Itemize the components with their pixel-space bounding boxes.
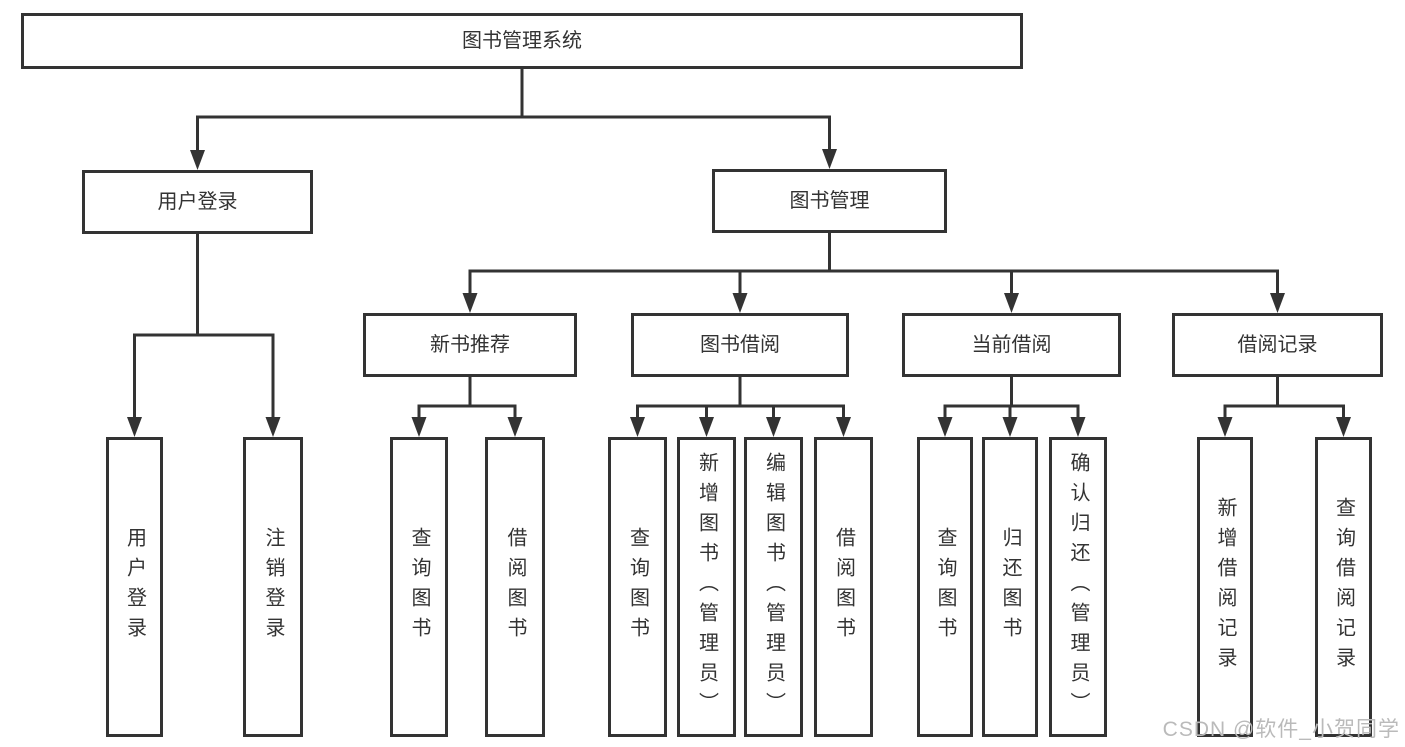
node-label: 借阅记录 xyxy=(1237,334,1318,356)
node-borrow-1: 查询图书 xyxy=(608,437,667,737)
arrowhead-icon xyxy=(937,417,953,437)
node-label: 查询图书 xyxy=(626,527,649,647)
node-current: 当前借阅 xyxy=(902,313,1121,377)
node-login: 用户登录 xyxy=(82,170,313,234)
arrowhead-icon xyxy=(1004,293,1019,313)
arrowhead-icon xyxy=(1217,417,1233,437)
node-borrow: 图书借阅 xyxy=(631,313,849,377)
node-current-2: 归还图书 xyxy=(982,437,1038,737)
watermark: CSDN @软件_小贺同学 xyxy=(1162,718,1400,741)
arrowhead-icon xyxy=(822,149,837,169)
node-rec-1: 查询图书 xyxy=(390,437,448,737)
arrowhead-icon xyxy=(462,293,478,313)
node-label: 查询借阅记录 xyxy=(1332,497,1355,677)
node-current-3: 确认归还（管理员） xyxy=(1049,437,1107,737)
node-current-1: 查询图书 xyxy=(917,437,973,737)
node-login-1: 用户登录 xyxy=(106,437,163,737)
node-record-1: 新增借阅记录 xyxy=(1197,437,1253,737)
arrowhead-icon xyxy=(190,150,205,170)
node-label: 图书借阅 xyxy=(700,334,780,356)
node-label: 图书管理 xyxy=(789,190,870,212)
node-mgmt: 图书管理 xyxy=(712,169,947,233)
node-borrow-4: 借阅图书 xyxy=(814,437,873,737)
node-rec: 新书推荐 xyxy=(363,313,577,377)
arrowhead-icon xyxy=(699,417,714,437)
node-label: 查询图书 xyxy=(408,527,430,647)
node-root: 图书管理系统 xyxy=(21,13,1023,69)
node-label: 图书管理系统 xyxy=(462,30,582,52)
node-label: 新增图书（管理员） xyxy=(695,452,718,722)
node-label: 借阅图书 xyxy=(832,527,855,647)
arrowhead-icon xyxy=(1270,293,1285,313)
node-label: 当前借阅 xyxy=(971,334,1052,356)
arrowhead-icon xyxy=(630,417,645,437)
node-login-2: 注销登录 xyxy=(243,437,303,737)
node-borrow-2: 新增图书（管理员） xyxy=(677,437,736,737)
arrowhead-icon xyxy=(836,417,851,437)
node-label: 注销登录 xyxy=(262,527,284,647)
node-label: 归还图书 xyxy=(999,527,1021,647)
arrowhead-icon xyxy=(1336,417,1351,437)
node-label: 借阅图书 xyxy=(504,527,526,647)
node-record: 借阅记录 xyxy=(1172,313,1383,377)
node-label: 新书推荐 xyxy=(430,334,510,356)
node-rec-2: 借阅图书 xyxy=(485,437,545,737)
node-label: 查询图书 xyxy=(934,527,956,647)
arrowhead-icon xyxy=(1070,417,1086,437)
arrowhead-icon xyxy=(127,417,142,437)
node-label: 用户登录 xyxy=(123,527,146,647)
node-label: 编辑图书（管理员） xyxy=(762,452,785,722)
arrowhead-icon xyxy=(411,417,427,437)
node-label: 新增借阅记录 xyxy=(1214,497,1236,677)
arrowhead-icon xyxy=(265,417,281,437)
node-label: 用户登录 xyxy=(157,191,238,213)
node-borrow-3: 编辑图书（管理员） xyxy=(744,437,803,737)
arrowhead-icon xyxy=(1002,417,1018,437)
node-label: 确认归还（管理员） xyxy=(1067,452,1089,722)
arrowhead-icon xyxy=(507,417,523,437)
node-record-2: 查询借阅记录 xyxy=(1315,437,1372,737)
arrowhead-icon xyxy=(732,293,748,313)
arrowhead-icon xyxy=(766,417,781,437)
